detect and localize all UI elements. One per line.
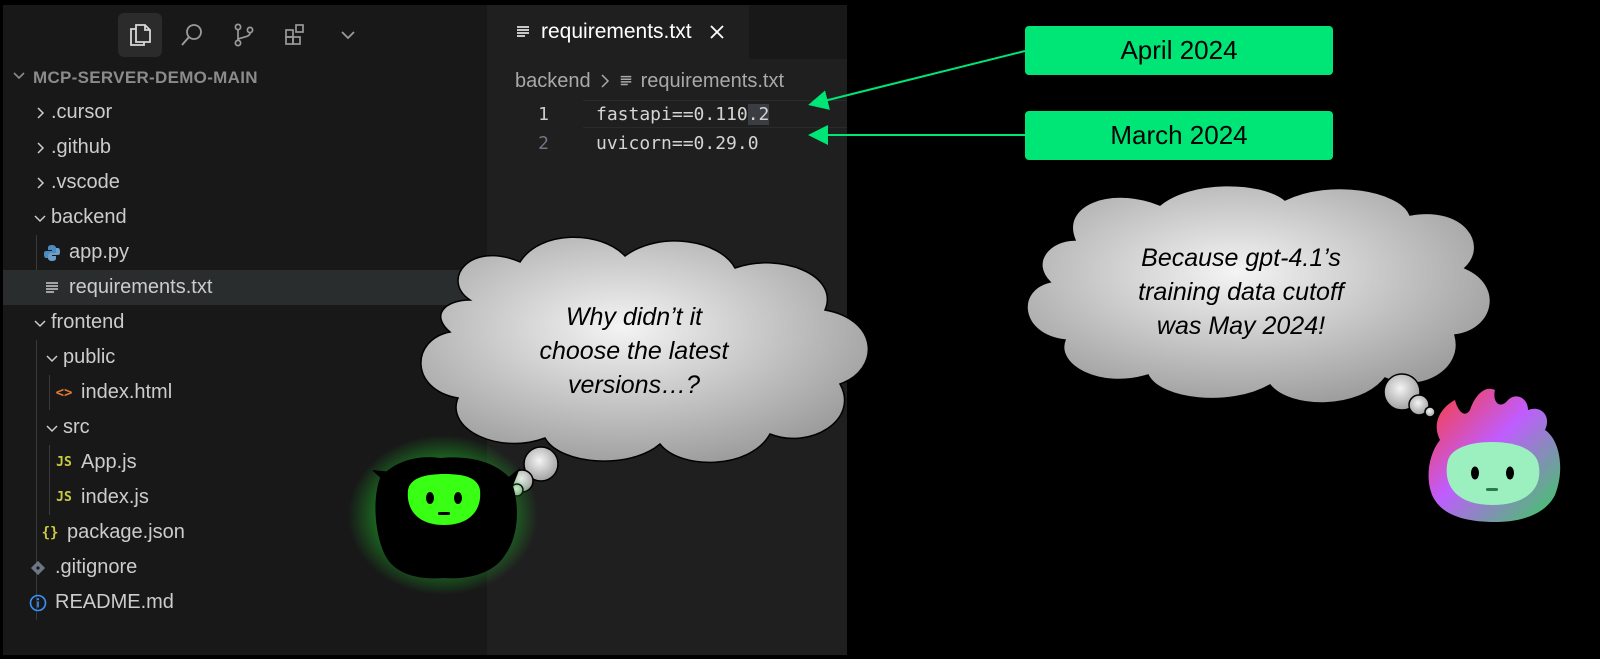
info-icon [27, 592, 49, 614]
extensions-icon[interactable] [270, 13, 322, 57]
json-file-icon: {} [41, 524, 59, 541]
line-number: 1 [538, 103, 549, 125]
thought-line: Because gpt-4.1’s [1141, 244, 1341, 272]
thought-line: Why didn’t it [565, 303, 703, 331]
code-line-1[interactable]: 1 fastapi==0.110.2 [487, 100, 847, 128]
explorer-sidebar: MCP-SERVER-DEMO-MAIN .cursor .github .vs… [3, 5, 487, 655]
chevron-right-icon [29, 172, 51, 194]
line-number: 2 [538, 132, 549, 154]
thought-line: training data cutoff [1138, 278, 1344, 306]
chevron-right-icon [29, 137, 51, 159]
fire-mascot-icon [1428, 388, 1561, 522]
text-file-icon [619, 74, 633, 88]
code-text-before: fastapi==0.110 [596, 103, 748, 125]
thought-line: versions…? [568, 371, 700, 399]
selected-text: .2 [747, 103, 770, 125]
tree-item-label: public [63, 346, 116, 368]
indent-guide [36, 340, 37, 620]
tree-file-index-html[interactable]: <> index.html [3, 375, 487, 410]
tree-item-label: package.json [67, 521, 185, 543]
tree-item-label: frontend [51, 311, 125, 333]
tree-item-label: .gitignore [55, 556, 138, 578]
indent-guide [49, 375, 50, 410]
tree-item-label: .github [51, 136, 112, 158]
tree-item-label: App.js [81, 451, 137, 473]
editor-tab[interactable]: requirements.txt [487, 5, 749, 59]
html-file-icon: <> [55, 384, 73, 401]
close-icon[interactable] [708, 23, 726, 41]
chevron-down-icon [29, 312, 51, 334]
chevron-down-icon [41, 347, 63, 369]
activity-bar [118, 13, 374, 57]
code-text: uvicorn==0.29.0 [596, 132, 759, 154]
thought-text-left: Why didn’t it choose the latest versions… [492, 300, 776, 402]
chevron-down-icon[interactable] [322, 13, 374, 57]
tab-bar-empty [749, 5, 847, 59]
tree-folder-github[interactable]: .github [3, 130, 487, 165]
chevron-right-icon [29, 102, 51, 124]
project-name: MCP-SERVER-DEMO-MAIN [33, 68, 258, 87]
code-text: fastapi==0.110.2 [596, 103, 770, 125]
tree-file-package-json[interactable]: {} package.json [3, 515, 487, 550]
thought-line: choose the latest [539, 337, 729, 365]
tree-file-readme[interactable]: README.md [3, 585, 487, 620]
tree-item-label: index.js [81, 486, 149, 508]
tree-file-index-js[interactable]: JS index.js [3, 480, 487, 515]
tree-item-label: .vscode [51, 171, 120, 193]
code-line-2[interactable]: 2 uvicorn==0.29.0 [487, 129, 847, 157]
tree-folder-backend[interactable]: backend [3, 200, 487, 235]
annotation-tag-april: April 2024 [1025, 26, 1333, 75]
tree-file-requirements-txt[interactable]: requirements.txt [3, 270, 487, 305]
git-icon [27, 557, 49, 579]
indent-guide [49, 445, 50, 515]
python-icon [41, 242, 63, 264]
tree-item-label: backend [51, 206, 127, 228]
tree-folder-src[interactable]: src [3, 410, 487, 445]
text-file-icon [515, 24, 531, 40]
js-file-icon: JS [56, 455, 72, 470]
tree-folder-vscode[interactable]: .vscode [3, 165, 487, 200]
tree-item-label: README.md [55, 591, 174, 613]
tree-item-label: index.html [81, 381, 173, 403]
explorer-icon[interactable] [118, 13, 162, 57]
js-file-icon: JS [56, 490, 72, 505]
breadcrumb-folder[interactable]: backend [515, 69, 591, 92]
project-header[interactable]: MCP-SERVER-DEMO-MAIN [11, 65, 258, 91]
tree-folder-frontend[interactable]: frontend [3, 305, 487, 340]
thought-line: was May 2024! [1156, 312, 1326, 340]
source-control-icon[interactable] [218, 13, 270, 57]
tree-file-app-py[interactable]: app.py [3, 235, 487, 270]
chevron-down-icon [41, 417, 63, 439]
tree-item-label: requirements.txt [69, 276, 213, 298]
chevron-down-icon [29, 207, 51, 229]
tree-item-label: app.py [69, 241, 130, 263]
text-file-icon [41, 277, 63, 299]
tree-item-label: src [63, 416, 90, 438]
annotation-tag-march: March 2024 [1025, 111, 1333, 160]
tree-file-app-js[interactable]: JS App.js [3, 445, 487, 480]
tab-label: requirements.txt [541, 20, 692, 43]
tree-folder-cursor[interactable]: .cursor [3, 95, 487, 130]
tree-file-gitignore[interactable]: .gitignore [3, 550, 487, 585]
tree-item-label: .cursor [51, 101, 113, 123]
breadcrumb-file[interactable]: requirements.txt [640, 69, 785, 92]
thought-text-right: Because gpt-4.1’s training data cutoff w… [1100, 241, 1382, 343]
breadcrumb: backend requirements.txt [515, 67, 784, 95]
chevron-right-icon [599, 74, 611, 88]
search-icon[interactable] [166, 13, 218, 57]
tree-folder-public[interactable]: public [3, 340, 487, 375]
chevron-down-icon [11, 68, 33, 89]
